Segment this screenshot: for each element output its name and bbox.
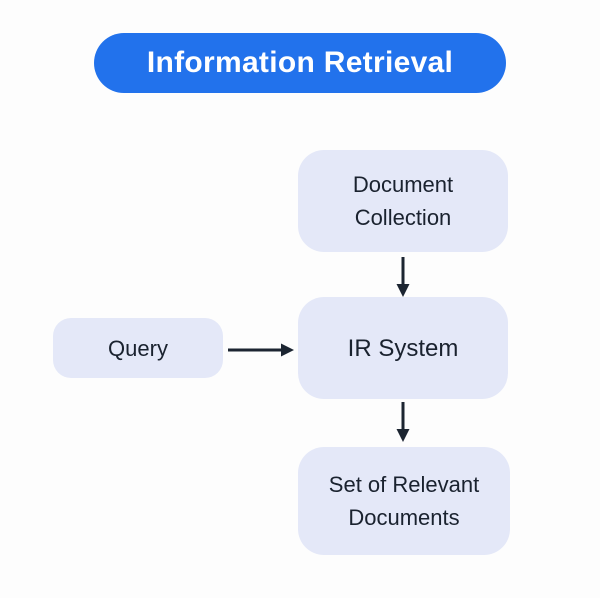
diagram-title-label: Information Retrieval bbox=[146, 46, 454, 79]
right-arrow-icon bbox=[228, 343, 294, 357]
node-document-collection-label: Document Collection bbox=[352, 172, 454, 230]
node-query: Query bbox=[53, 318, 223, 378]
node-ir-system-label: IR System bbox=[347, 334, 459, 362]
node-relevant-documents: Set of Relevant Documents bbox=[298, 447, 510, 555]
down-arrow-icon bbox=[396, 402, 410, 442]
arrow-ir-system-to-relevant-documents bbox=[393, 401, 413, 443]
diagram-title: Information Retrieval bbox=[94, 33, 506, 93]
down-arrow-icon bbox=[396, 257, 410, 297]
arrow-document-collection-to-ir-system bbox=[393, 256, 413, 298]
node-relevant-documents-label: Set of Relevant Documents bbox=[328, 472, 480, 530]
node-query-label: Query bbox=[108, 335, 168, 361]
node-document-collection: Document Collection bbox=[298, 150, 508, 252]
node-ir-system: IR System bbox=[298, 297, 508, 399]
arrow-query-to-ir-system bbox=[226, 340, 296, 360]
